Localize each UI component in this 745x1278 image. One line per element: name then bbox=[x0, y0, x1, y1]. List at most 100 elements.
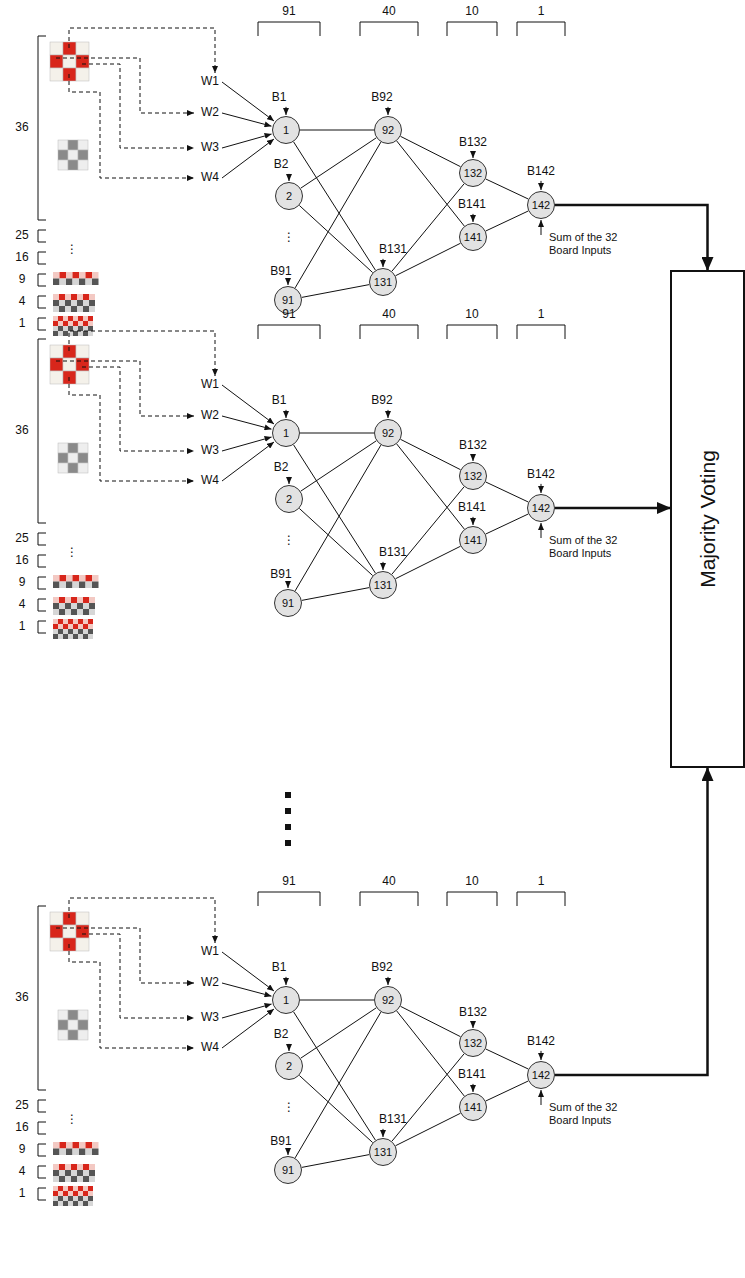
board-cell bbox=[68, 453, 78, 463]
board-cell bbox=[86, 575, 93, 582]
board-cell bbox=[83, 294, 89, 300]
bias-label: B131 bbox=[379, 243, 407, 257]
layer-size: 91 bbox=[282, 308, 295, 322]
board-cell bbox=[79, 582, 86, 589]
weight-link bbox=[82, 934, 194, 1018]
neuron-number: 91 bbox=[282, 294, 294, 306]
board-cell bbox=[78, 1010, 88, 1020]
board-cell bbox=[76, 55, 89, 68]
board-cell bbox=[88, 326, 93, 331]
connector bbox=[302, 1155, 369, 1168]
board-cell bbox=[59, 609, 65, 615]
board-cell bbox=[78, 453, 88, 463]
board-cell bbox=[60, 582, 67, 589]
board-cell bbox=[53, 619, 58, 624]
neuron-circle: 142 bbox=[527, 191, 555, 219]
board-cell bbox=[89, 597, 95, 603]
board-cell bbox=[73, 629, 78, 634]
board-cell bbox=[79, 279, 86, 286]
board-cell bbox=[63, 912, 76, 925]
board-cell bbox=[66, 272, 73, 279]
board-cell bbox=[59, 603, 65, 609]
board-cell bbox=[53, 1164, 59, 1170]
board-cell bbox=[76, 345, 89, 358]
connector bbox=[294, 142, 376, 270]
board-cell bbox=[53, 1176, 59, 1182]
board-cell bbox=[71, 609, 77, 615]
ellipsis: ⋮ bbox=[283, 231, 295, 245]
neuron-circle: 131 bbox=[369, 571, 397, 599]
board-cell bbox=[83, 597, 89, 603]
input-bracket bbox=[38, 274, 46, 286]
connector bbox=[400, 136, 460, 166]
board-cell bbox=[68, 150, 78, 160]
input-count: 25 bbox=[15, 532, 28, 546]
board-cell bbox=[53, 316, 58, 321]
board-cell bbox=[73, 1196, 78, 1201]
bias-arrow bbox=[473, 152, 474, 158]
board-cell bbox=[92, 1149, 99, 1156]
layer-bracket bbox=[360, 325, 418, 339]
neuron-number: 131 bbox=[374, 1146, 392, 1158]
layer-size: 10 bbox=[465, 308, 478, 322]
board-cell bbox=[78, 629, 83, 634]
bias-arrow bbox=[388, 410, 389, 418]
board-cell bbox=[63, 1186, 68, 1191]
board-cell bbox=[78, 1186, 83, 1191]
board-cell bbox=[63, 629, 68, 634]
neuron-circle: 1 bbox=[272, 116, 300, 144]
board-cell bbox=[63, 321, 68, 326]
board-cell bbox=[89, 609, 95, 615]
board-cell bbox=[73, 1149, 80, 1156]
board-cell bbox=[58, 1020, 68, 1030]
board-cell bbox=[78, 619, 83, 624]
input-bracket bbox=[38, 1122, 46, 1134]
board-cell bbox=[53, 575, 60, 582]
bias-label: B91 bbox=[270, 265, 291, 279]
neuron-circle: 142 bbox=[527, 1061, 555, 1089]
board-cell bbox=[78, 331, 83, 336]
board-cell bbox=[50, 55, 63, 68]
weight-label: W4 bbox=[201, 1041, 219, 1055]
bias-arrow bbox=[289, 477, 290, 484]
board-cell bbox=[89, 300, 95, 306]
board-cell bbox=[71, 300, 77, 306]
neuron-number: 92 bbox=[382, 124, 394, 136]
board-cell bbox=[53, 634, 58, 639]
board-cell bbox=[58, 331, 63, 336]
board-cell bbox=[79, 1149, 86, 1156]
board-cell bbox=[73, 272, 80, 279]
bias-arrow bbox=[473, 517, 474, 525]
board-cell bbox=[76, 358, 89, 371]
board-cell bbox=[68, 326, 73, 331]
weight-link bbox=[82, 367, 194, 451]
board-cell bbox=[76, 42, 89, 55]
board-cell bbox=[73, 1186, 78, 1191]
bias-arrow bbox=[541, 1051, 542, 1060]
connector bbox=[295, 142, 381, 288]
input-count: 25 bbox=[15, 229, 28, 243]
board-cell bbox=[59, 300, 65, 306]
bias-arrow bbox=[289, 174, 290, 181]
board-cell bbox=[73, 1201, 78, 1206]
board-cell bbox=[59, 294, 65, 300]
connector bbox=[397, 1011, 465, 1096]
board-cell bbox=[53, 1191, 58, 1196]
connector bbox=[300, 130, 374, 131]
board-cell bbox=[53, 272, 60, 279]
input-bracket bbox=[38, 230, 46, 242]
board-cell bbox=[86, 582, 93, 589]
board-cell bbox=[76, 912, 89, 925]
connector bbox=[486, 1049, 529, 1069]
layer-bracket bbox=[517, 22, 565, 36]
board-cell bbox=[59, 1176, 65, 1182]
board-cell bbox=[66, 1142, 73, 1149]
illustration bbox=[38, 22, 565, 1206]
connector bbox=[392, 1054, 464, 1141]
layer-bracket bbox=[360, 22, 418, 36]
board-cell bbox=[58, 629, 63, 634]
bias-arrow bbox=[288, 1151, 289, 1155]
input-bracket bbox=[38, 339, 46, 523]
board-cell bbox=[58, 1030, 68, 1040]
board-cell bbox=[83, 1176, 89, 1182]
